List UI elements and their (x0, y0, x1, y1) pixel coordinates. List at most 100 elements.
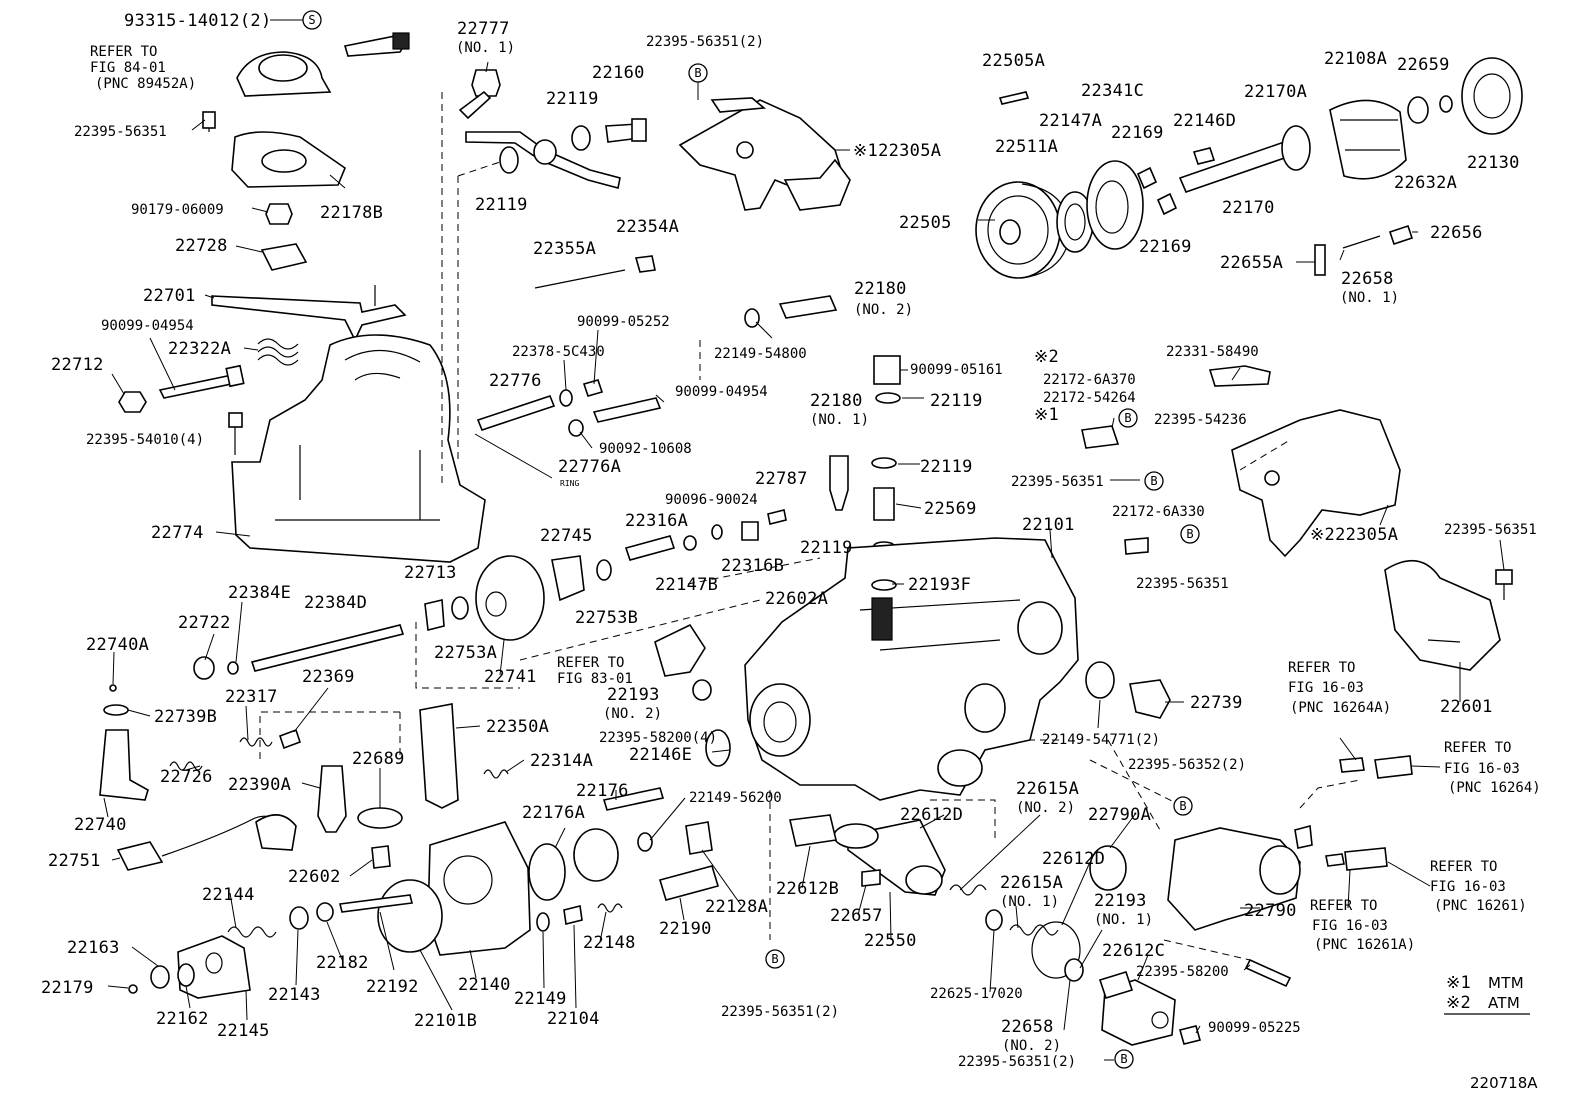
part-label[interactable]: 22354A (616, 217, 679, 237)
refer-note[interactable]: REFER TO (90, 44, 157, 60)
part-label[interactable]: 22753A (434, 643, 497, 663)
part-label[interactable]: 22350A (486, 717, 549, 737)
part-label[interactable]: 22190 (659, 919, 712, 939)
part-label[interactable]: 22395-56351 (1444, 522, 1537, 538)
part-label[interactable]: 22193F (908, 575, 971, 595)
refer-note[interactable]: REFER TO (557, 655, 624, 671)
part-label[interactable]: 22612B (776, 879, 839, 899)
part-label[interactable]: 90092-10608 (599, 441, 692, 457)
part-label[interactable]: (NO. 2) (603, 706, 662, 722)
part-label[interactable]: 22119 (930, 391, 983, 411)
part-label[interactable]: 22569 (924, 499, 977, 519)
part-label[interactable]: 22169 (1111, 123, 1164, 143)
part-label[interactable]: 22395-56351 (1136, 576, 1229, 592)
part-label[interactable]: 22160 (592, 63, 645, 83)
part-label[interactable]: 22511A (995, 137, 1058, 157)
part-label[interactable]: (NO. 2) (1016, 800, 1075, 816)
part-label[interactable]: 22739 (1190, 693, 1243, 713)
part-label[interactable]: 22145 (217, 1021, 270, 1041)
part-label[interactable]: 22162 (156, 1009, 209, 1029)
part-label[interactable]: 90099-04954 (101, 318, 194, 334)
part-label[interactable]: 22395-54010(4) (86, 432, 204, 448)
part-label[interactable]: 22140 (458, 975, 511, 995)
part-label[interactable]: 22384D (304, 593, 367, 613)
part-label[interactable]: 22395-58200(4) (599, 730, 717, 746)
part-label[interactable]: (NO. 2) (854, 302, 913, 318)
refer-note[interactable]: (PNC 16264) (1448, 780, 1541, 796)
part-label[interactable]: 22712 (51, 355, 104, 375)
part-label[interactable]: 22745 (540, 526, 593, 546)
part-label[interactable]: 22713 (404, 563, 457, 583)
part-label[interactable]: 22147A (1039, 111, 1102, 131)
part-label[interactable]: 22172-54264 (1043, 390, 1136, 406)
part-label[interactable]: 22316B (721, 556, 784, 576)
part-label[interactable]: 22119 (920, 457, 973, 477)
refer-note[interactable]: (PNC 16264A) (1290, 700, 1391, 716)
part-label[interactable]: 22612D (900, 805, 963, 825)
part-label[interactable]: 22119 (800, 538, 853, 558)
part-label[interactable]: 22101 (1022, 515, 1075, 535)
part-label[interactable]: 22726 (160, 767, 213, 787)
part-label[interactable]: 90099-05161 (910, 362, 1003, 378)
part-label[interactable]: 22119 (546, 89, 599, 109)
part-label[interactable]: 22602A (765, 589, 828, 609)
part-label[interactable]: 22657 (830, 906, 883, 926)
part-label[interactable]: 90099-04954 (675, 384, 768, 400)
part-label[interactable]: 22659 (1397, 55, 1450, 75)
part-label[interactable]: 22192 (366, 977, 419, 997)
refer-note[interactable]: FIG 84-01 (90, 60, 166, 76)
part-label[interactable]: 22776 (489, 371, 542, 391)
part-label[interactable]: 22395-56351(2) (646, 34, 764, 50)
part-label[interactable]: 22128A (705, 897, 768, 917)
part-label[interactable]: 90099-05252 (577, 314, 670, 330)
part-label[interactable]: 22740A (86, 635, 149, 655)
part-label[interactable]: 22612D (1042, 849, 1105, 869)
refer-note[interactable]: REFER TO (1444, 740, 1511, 756)
part-label[interactable]: 22144 (202, 885, 255, 905)
part-label[interactable]: 22369 (302, 667, 355, 687)
part-label[interactable]: 22395-58200 (1136, 964, 1229, 980)
part-label[interactable]: 22179 (41, 978, 94, 998)
part-label[interactable]: 22390A (228, 775, 291, 795)
refer-note[interactable]: FIG 16-03 (1430, 879, 1506, 895)
part-label[interactable]: 22341C (1081, 81, 1144, 101)
part-label[interactable]: 22658 (1341, 269, 1394, 289)
part-label[interactable]: 22149-54800 (714, 346, 807, 362)
part-label[interactable]: 22625-17020 (930, 986, 1023, 1002)
part-label[interactable]: 22178B (320, 203, 383, 223)
part-label[interactable]: ※1 (1034, 405, 1059, 425)
part-label[interactable]: 22615A (1016, 779, 1079, 799)
part-label[interactable]: 22395-56351(2) (958, 1054, 1076, 1070)
part-label[interactable]: 22739B (154, 707, 217, 727)
part-label[interactable]: 22602 (288, 867, 341, 887)
part-label[interactable]: 22656 (1430, 223, 1483, 243)
part-label[interactable]: (NO. 1) (1000, 894, 1059, 910)
part-label[interactable]: ※122305A (853, 141, 941, 161)
part-label[interactable]: 22355A (533, 239, 596, 259)
part-label[interactable]: 22108A (1324, 49, 1387, 69)
part-label[interactable]: 22741 (484, 667, 537, 687)
refer-note[interactable]: REFER TO (1288, 660, 1355, 676)
part-label[interactable]: 22790 (1244, 901, 1297, 921)
part-label[interactable]: 22316A (625, 511, 688, 531)
part-label[interactable]: 22722 (178, 613, 231, 633)
part-label[interactable]: (NO. 2) (1002, 1038, 1061, 1054)
part-label[interactable]: 22790A (1088, 805, 1151, 825)
part-label[interactable]: 22751 (48, 851, 101, 871)
part-label[interactable]: 22689 (352, 749, 405, 769)
part-label[interactable]: 22395-56351 (1011, 474, 1104, 490)
part-label[interactable]: 22193 (1094, 891, 1147, 911)
part-label[interactable]: 22317 (225, 687, 278, 707)
part-label[interactable]: 22384E (228, 583, 291, 603)
part-label[interactable]: 22505A (982, 51, 1045, 71)
refer-note[interactable]: FIG 16-03 (1288, 680, 1364, 696)
part-label[interactable]: 22182 (316, 953, 369, 973)
part-label[interactable]: 22176A (522, 803, 585, 823)
part-label[interactable]: 22146E (629, 745, 692, 765)
part-label[interactable]: 22701 (143, 286, 196, 306)
part-label[interactable]: 22728 (175, 236, 228, 256)
part-label[interactable]: 22655A (1220, 253, 1283, 273)
part-label[interactable]: 22601 (1440, 697, 1493, 717)
refer-note[interactable]: REFER TO (1310, 898, 1377, 914)
part-label[interactable]: 22615A (1000, 873, 1063, 893)
